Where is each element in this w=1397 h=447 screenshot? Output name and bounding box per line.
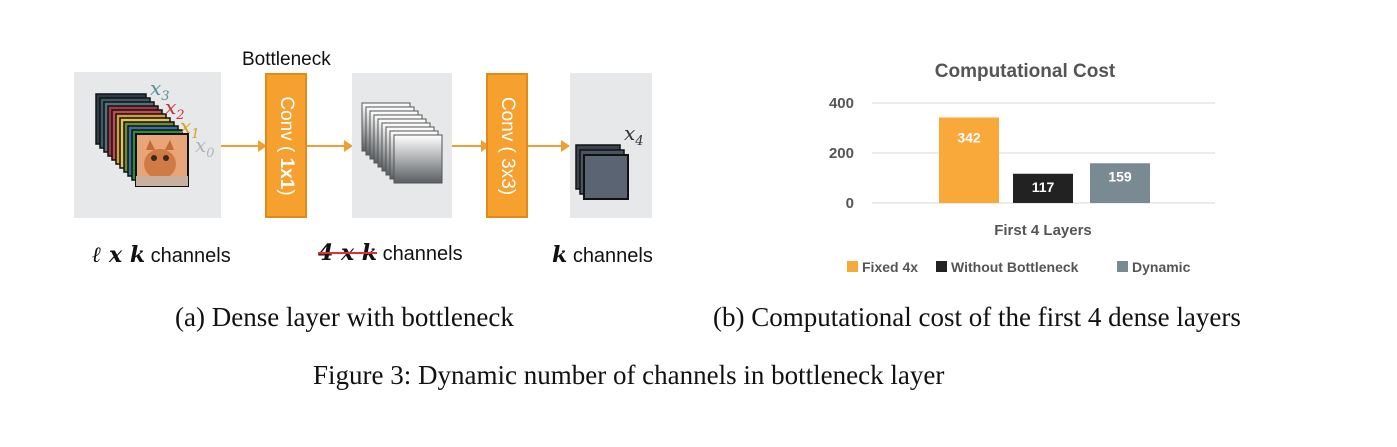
- data-label-159: 159: [1108, 168, 1132, 184]
- conv-1x1-label: Conv ( 1x1): [276, 95, 297, 196]
- conv-3x3-label: Conv ( 3x3): [497, 96, 518, 195]
- bar-fixed-4x: [939, 117, 999, 203]
- chart-legend: Fixed 4x Without Bottleneck Dynamic: [847, 259, 1191, 275]
- bottleneck-feature-maps-box: [352, 73, 452, 218]
- bottleneck-channels-label: 4 x k channels: [318, 240, 463, 266]
- y-tick-400: 400: [829, 95, 854, 112]
- x4-label: x4: [624, 121, 644, 149]
- arrow-3: [452, 140, 490, 152]
- caption-a: (a) Dense layer with bottleneck: [175, 302, 514, 332]
- legend-label-3: Dynamic: [1132, 259, 1191, 275]
- bar-without-bottleneck: [1013, 173, 1073, 203]
- caption-b: (b) Computational cost of the first 4 de…: [713, 302, 1241, 332]
- bars: [939, 117, 1150, 203]
- bar-data-labels: 342 117 159: [957, 130, 1132, 195]
- bottleneck-label: Bottleneck: [242, 49, 331, 70]
- y-tick-200: 200: [829, 145, 854, 162]
- data-label-117: 117: [1032, 179, 1055, 195]
- legend-swatch-1: [847, 261, 858, 272]
- x1-label: x1: [180, 114, 200, 142]
- conv-1x1-block: Conv ( 1x1): [265, 73, 307, 218]
- input-feature-stack: [95, 93, 189, 187]
- data-label-342: 342: [957, 130, 981, 146]
- struck-4xk: 4 x k: [318, 240, 377, 266]
- arrow-1: [221, 140, 267, 152]
- output-feature-stack: [575, 144, 629, 200]
- x2-label: x2: [165, 95, 185, 123]
- input-channels-label: ℓ x k channels: [92, 242, 231, 268]
- legend-swatch-2: [936, 261, 947, 272]
- x0-label: x0: [195, 133, 215, 161]
- conv-3x3-block: Conv ( 3x3): [486, 73, 528, 218]
- y-tick-0: 0: [846, 195, 854, 212]
- bar-dynamic: [1090, 163, 1150, 203]
- legend-label-2: Without Bottleneck: [951, 259, 1079, 275]
- chart-title: Computational Cost: [935, 61, 1116, 82]
- bottleneck-feature-stack: [361, 102, 443, 184]
- arrow-4: [528, 140, 570, 152]
- legend-label-1: Fixed 4x: [862, 259, 918, 275]
- computational-cost-chart: Computational Cost 0 200 400 342 117 159 Fir…: [829, 61, 1215, 275]
- output-channels-label: k channels: [552, 242, 653, 268]
- input-feature-maps-box: [74, 72, 221, 218]
- x-category-label: First 4 Layers: [994, 222, 1092, 239]
- output-feature-maps-box: [570, 73, 652, 218]
- legend-swatch-3: [1117, 261, 1128, 272]
- x3-label: x3: [150, 76, 170, 104]
- arrow-2: [307, 140, 353, 152]
- y-tick-labels: 0 200 400: [829, 95, 854, 212]
- figure-caption: Figure 3: Dynamic number of channels in …: [313, 360, 945, 390]
